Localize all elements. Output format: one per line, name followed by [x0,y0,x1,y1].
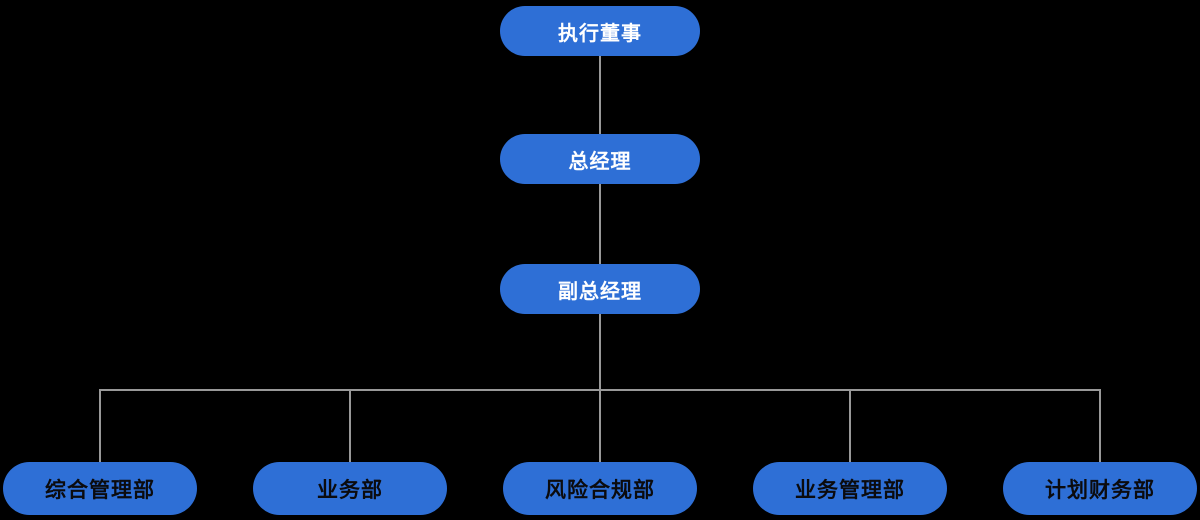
connector-horizontal-bus [99,389,1101,391]
connector-drop-dept-2 [349,390,351,462]
org-node-dept-business[interactable]: 业务部 [253,462,447,515]
org-node-deputy-general-manager[interactable]: 副总经理 [500,264,700,314]
org-node-dept-comprehensive-management[interactable]: 综合管理部 [3,462,197,515]
connector-root-to-gm [599,56,601,134]
org-node-general-manager[interactable]: 总经理 [500,134,700,184]
org-node-executive-director[interactable]: 执行董事 [500,6,700,56]
org-node-dept-planning-finance[interactable]: 计划财务部 [1003,462,1197,515]
org-node-dept-business-management[interactable]: 业务管理部 [753,462,947,515]
connector-gm-to-dgm [599,184,601,264]
connector-drop-dept-1 [99,390,101,462]
org-node-dept-risk-compliance[interactable]: 风险合规部 [503,462,697,515]
connector-drop-dept-5 [1099,390,1101,462]
connector-drop-dept-4 [849,390,851,462]
connector-dgm-spine [599,314,601,462]
